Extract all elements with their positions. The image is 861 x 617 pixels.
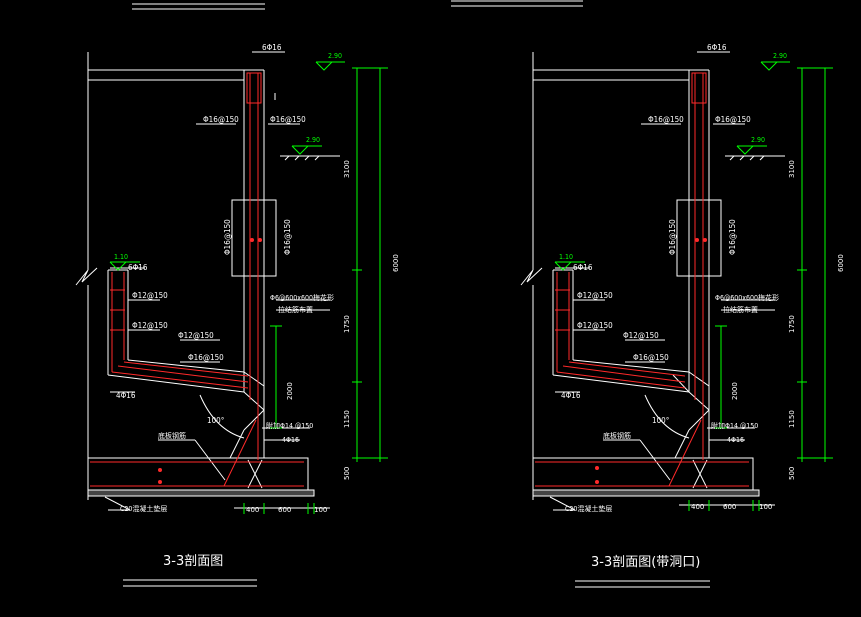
dim-h-3: 100 (314, 506, 327, 514)
label-c20: C20混凝土垫层 (565, 504, 612, 513)
dimension-lines (554, 61, 833, 511)
section-drawing-right: 6Φ16 2.90 Φ16@150 Φ16@150 2.90 Φ16@150 Φ… (520, 43, 845, 588)
header-rule-right (451, 0, 583, 7)
label-bar-12c: Φ12@150 (623, 331, 659, 340)
dim-total: 6000 (837, 254, 845, 272)
label-bar-12c: Φ12@150 (178, 331, 214, 340)
rebar-dots (158, 238, 262, 484)
label-bar-12b: Φ12@150 (132, 321, 168, 330)
dim-inner: 2000 (286, 382, 294, 400)
label-bar-4-16b: 4Φ16 (282, 436, 299, 444)
section-drawing-left: 6Φ16 2.90 Φ16@150 Φ16@150 2.90 Φ16@150 Φ… (75, 43, 400, 587)
dim-v-3: 1150 (343, 410, 351, 428)
label-elev-top: 2.90 (328, 52, 342, 60)
label-bar-16c: Φ16@150 (633, 353, 669, 362)
label-bar-150-b: Φ16@150 (715, 115, 751, 124)
dim-h-1: 400 (246, 506, 259, 514)
label-note-2: 拉结筋布置 (278, 305, 313, 314)
dimension-lines (109, 61, 388, 514)
dim-v-1: 3100 (788, 160, 796, 178)
label-wall-v1: Φ16@150 (223, 219, 232, 255)
label-elev-mid: 2.90 (306, 136, 320, 144)
dim-inner: 2000 (731, 382, 739, 400)
section-title-left: 3-3剖面图 (163, 554, 223, 569)
label-tie: 附加Φ14 @150 (711, 421, 758, 430)
label-wall-v2: Φ16@150 (728, 219, 737, 255)
concrete-outline (75, 51, 330, 511)
title-rule-left (123, 579, 257, 587)
label-floor: 底板钢筋 (158, 431, 186, 440)
label-elev-low: 1.10 (114, 253, 128, 261)
dim-v-1: 3100 (343, 160, 351, 178)
dim-v-3: 1150 (788, 410, 796, 428)
label-note-1: Φ6@600x600梅花形 (270, 293, 334, 302)
label-bar-12b: Φ12@150 (577, 321, 613, 330)
dim-total: 6000 (392, 254, 400, 272)
dim-v-4: 500 (343, 467, 351, 480)
dim-h-2: 600 (278, 506, 291, 514)
dim-v-4: 500 (788, 467, 796, 480)
label-elev-low: 1.10 (559, 253, 573, 261)
dim-h-1: 400 (691, 503, 704, 511)
ground-hatch (280, 155, 340, 161)
label-tie: 附加Φ14 @150 (266, 421, 313, 430)
label-low-bar: 6Φ16 (573, 263, 593, 272)
label-bar-4-16: 4Φ16 (561, 391, 581, 400)
label-bar-12a: Φ12@150 (577, 291, 613, 300)
label-bar-150-b: Φ16@150 (270, 115, 306, 124)
label-angle: 100° (652, 416, 669, 425)
label-wall-v2: Φ16@150 (283, 219, 292, 255)
label-bar-4-16b: 4Φ16 (727, 436, 744, 444)
label-note-1: Φ6@600x600梅花形 (715, 293, 779, 302)
ground-hatch (725, 155, 785, 161)
label-wall-v1: Φ16@150 (668, 219, 677, 255)
label-note-2: 拉结筋布置 (723, 305, 758, 314)
dim-v-2: 1750 (343, 315, 351, 333)
label-bar-12a: Φ12@150 (132, 291, 168, 300)
rebar-lines (90, 72, 304, 487)
dim-v-2: 1750 (788, 315, 796, 333)
label-elev-mid: 2.90 (751, 136, 765, 144)
label-bar-150-a: Φ16@150 (648, 115, 684, 124)
rebar-lines (535, 72, 749, 487)
label-c20: C20混凝土垫层 (120, 504, 167, 513)
label-top-bar: 6Φ16 (707, 43, 727, 52)
dim-h-2: 600 (723, 503, 736, 511)
label-elev-top: 2.90 (773, 52, 787, 60)
header-rule-left (132, 3, 265, 10)
label-low-bar: 6Φ16 (128, 263, 148, 272)
label-bar-16c: Φ16@150 (188, 353, 224, 362)
section-title-right: 3-3剖面图(带洞口) (591, 555, 700, 570)
label-angle: 100° (207, 416, 224, 425)
label-bar-4-16: 4Φ16 (116, 391, 136, 400)
label-top-bar: 6Φ16 (262, 43, 282, 52)
label-bar-150-a: Φ16@150 (203, 115, 239, 124)
rebar-dots (595, 238, 707, 484)
dim-h-3: 100 (759, 503, 772, 511)
title-rule-right (575, 580, 710, 588)
label-floor: 底板钢筋 (603, 431, 631, 440)
